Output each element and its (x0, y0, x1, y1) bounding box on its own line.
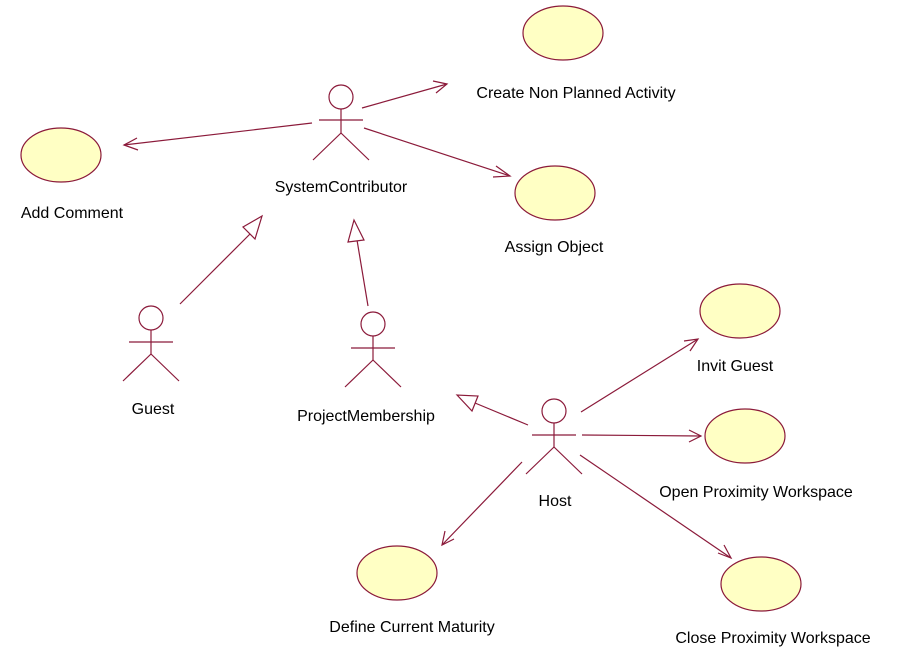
use-case-label-assign-object: Assign Object (505, 239, 604, 256)
generalization-guest (179, 214, 264, 305)
actor-label-system-contributor: SystemContributor (275, 179, 408, 196)
association-close-proximity-workspace (579, 454, 733, 560)
actor-system-contributor-figure (312, 84, 370, 161)
use-case-define-current-maturity (356, 545, 438, 601)
actor-label-host: Host (539, 493, 572, 510)
use-case-create-non-planned-activity (522, 5, 604, 61)
actor-label-project-membership: ProjectMembership (297, 408, 435, 425)
use-case-label-define-current-maturity: Define Current Maturity (329, 619, 494, 636)
use-case-assign-object (514, 165, 596, 221)
association-create-non-planned-activity (361, 80, 449, 109)
use-case-label-invit-guest: Invit Guest (697, 358, 774, 375)
association-invit-guest (580, 338, 700, 413)
use-case-label-close-proximity-workspace: Close Proximity Workspace (675, 630, 870, 647)
actor-guest-figure (122, 305, 180, 382)
actor-label-guest: Guest (132, 401, 175, 418)
use-case-close-proximity-workspace (720, 556, 802, 612)
actor-host-figure (525, 398, 583, 475)
use-case-label-add-comment: Add Comment (21, 205, 124, 222)
association-define-current-maturity (441, 461, 523, 547)
association-add-comment (122, 122, 313, 151)
use-case-invit-guest (699, 283, 781, 339)
use-case-label-open-proximity-workspace: Open Proximity Workspace (659, 484, 853, 501)
use-case-open-proximity-workspace (704, 408, 786, 464)
generalization-project-membership (347, 218, 369, 307)
use-case-label-create-non-planned-activity: Create Non Planned Activity (476, 85, 675, 102)
actor-project-membership-figure (344, 311, 402, 388)
association-open-proximity-workspace (581, 429, 703, 443)
generalization-host (455, 394, 529, 426)
use-case-add-comment (20, 127, 102, 183)
association-assign-object (363, 127, 512, 178)
